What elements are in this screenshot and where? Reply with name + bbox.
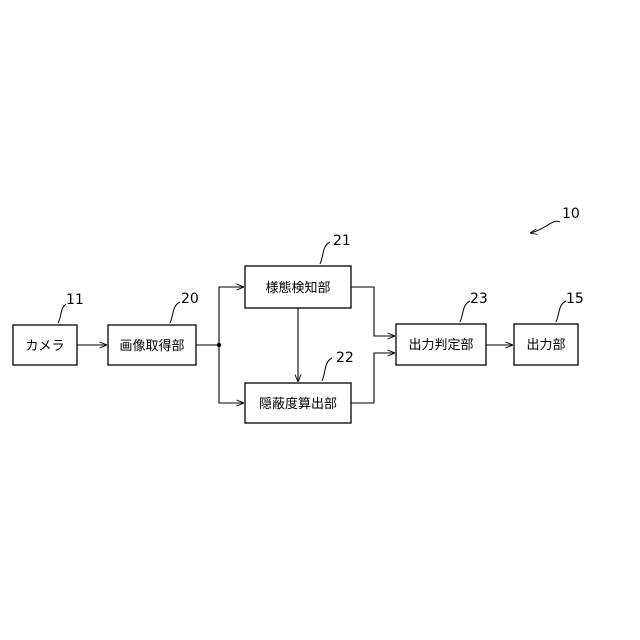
ref-23-label: 23 [470,291,488,307]
image-acquisition-block: 画像取得部 [108,325,196,365]
image-acquisition-label: 画像取得部 [119,338,184,354]
to-occlusion-arrow [219,345,244,403]
ref-11-label: 11 [66,292,84,308]
ref-22: 22 [322,350,354,381]
ref-15: 15 [556,291,584,322]
system-ref-arrow [530,221,560,233]
occlusion-to-judge-arrow [351,353,395,403]
occlusion-calc-label: 隠蔽度算出部 [259,396,337,412]
state-detection-block: 様態検知部 [245,266,351,308]
output-block: 出力部 [514,324,578,365]
ref-11: 11 [58,292,84,323]
ref-20-label: 20 [181,291,199,307]
output-judge-label: 出力判定部 [408,338,473,353]
state-to-judge-arrow [351,287,395,336]
camera-block: カメラ [13,325,77,365]
ref-20: 20 [170,291,199,323]
system-ref-label: 10 [562,206,580,222]
system-ref-10: 10 [530,206,580,233]
ref-21: 21 [320,233,351,264]
output-label: 出力部 [526,338,565,353]
ref-15-label: 15 [566,291,584,307]
ref-23: 23 [460,291,488,322]
ref-21-label: 21 [333,233,351,249]
state-detection-label: 様態検知部 [265,280,330,296]
ref-22-label: 22 [336,350,354,366]
output-judge-block: 出力判定部 [396,324,486,365]
occlusion-calc-block: 隠蔽度算出部 [245,383,351,423]
camera-label: カメラ [25,339,64,354]
to-state-detection-arrow [219,287,244,345]
